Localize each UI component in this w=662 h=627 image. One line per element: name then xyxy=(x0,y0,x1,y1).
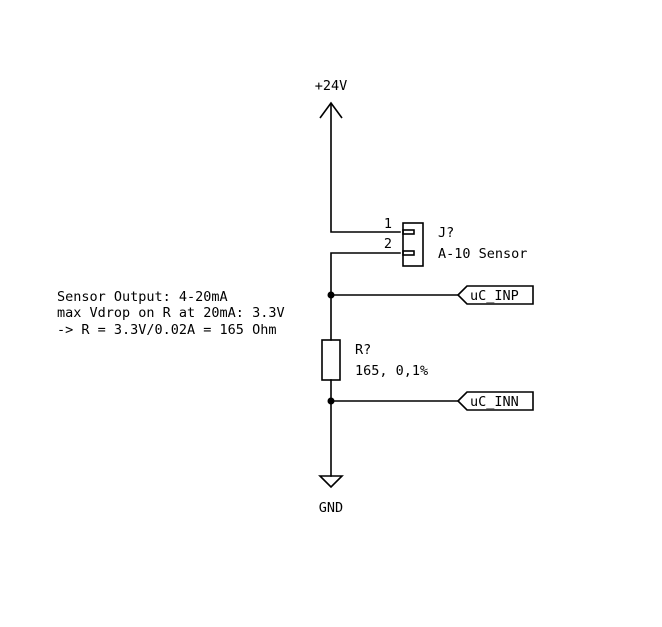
power-arrow-icon xyxy=(319,101,343,119)
label-uc-inn-frame xyxy=(456,391,534,411)
label-uc-inp-text: uC_INP xyxy=(470,288,519,304)
label-uc-inp-frame xyxy=(456,285,534,305)
connector-reference: J? xyxy=(438,225,454,241)
connector-j: 1 2 J? A-10 Sensor xyxy=(384,216,527,267)
connector-value: A-10 Sensor xyxy=(438,246,527,262)
power-24v-symbol: +24V xyxy=(315,78,348,119)
connector-pin1-number: 1 xyxy=(384,216,392,232)
power-24v-label: +24V xyxy=(315,78,348,94)
connector-pin2-contact xyxy=(402,250,415,256)
label-uc-inn: uC_INN xyxy=(456,391,534,411)
label-uc-inp: uC_INP xyxy=(456,285,534,305)
resistor-reference: R? xyxy=(355,342,371,358)
resistor-r: R? 165, 0,1% xyxy=(321,339,428,381)
note-line-3: -> R = 3.3V/0.02A = 165 Ohm xyxy=(57,322,276,338)
note-line-2: max Vdrop on R at 20mA: 3.3V xyxy=(57,305,285,321)
ground-symbol: GND xyxy=(318,475,344,516)
connector-body xyxy=(402,222,424,267)
note-line-1: Sensor Output: 4-20mA xyxy=(57,289,228,305)
wire-24v-to-pin1 xyxy=(330,103,401,233)
wire-pin2-to-node xyxy=(330,252,401,341)
connector-pin2-number: 2 xyxy=(384,236,392,252)
resistor-body xyxy=(321,339,341,381)
label-uc-inn-text: uC_INN xyxy=(470,394,519,410)
resistor-value: 165, 0,1% xyxy=(355,363,428,379)
design-note: Sensor Output: 4-20mA max Vdrop on R at … xyxy=(57,289,285,338)
ground-label: GND xyxy=(319,500,343,516)
connector-pin1-contact xyxy=(402,229,415,235)
ground-icon xyxy=(318,475,344,489)
